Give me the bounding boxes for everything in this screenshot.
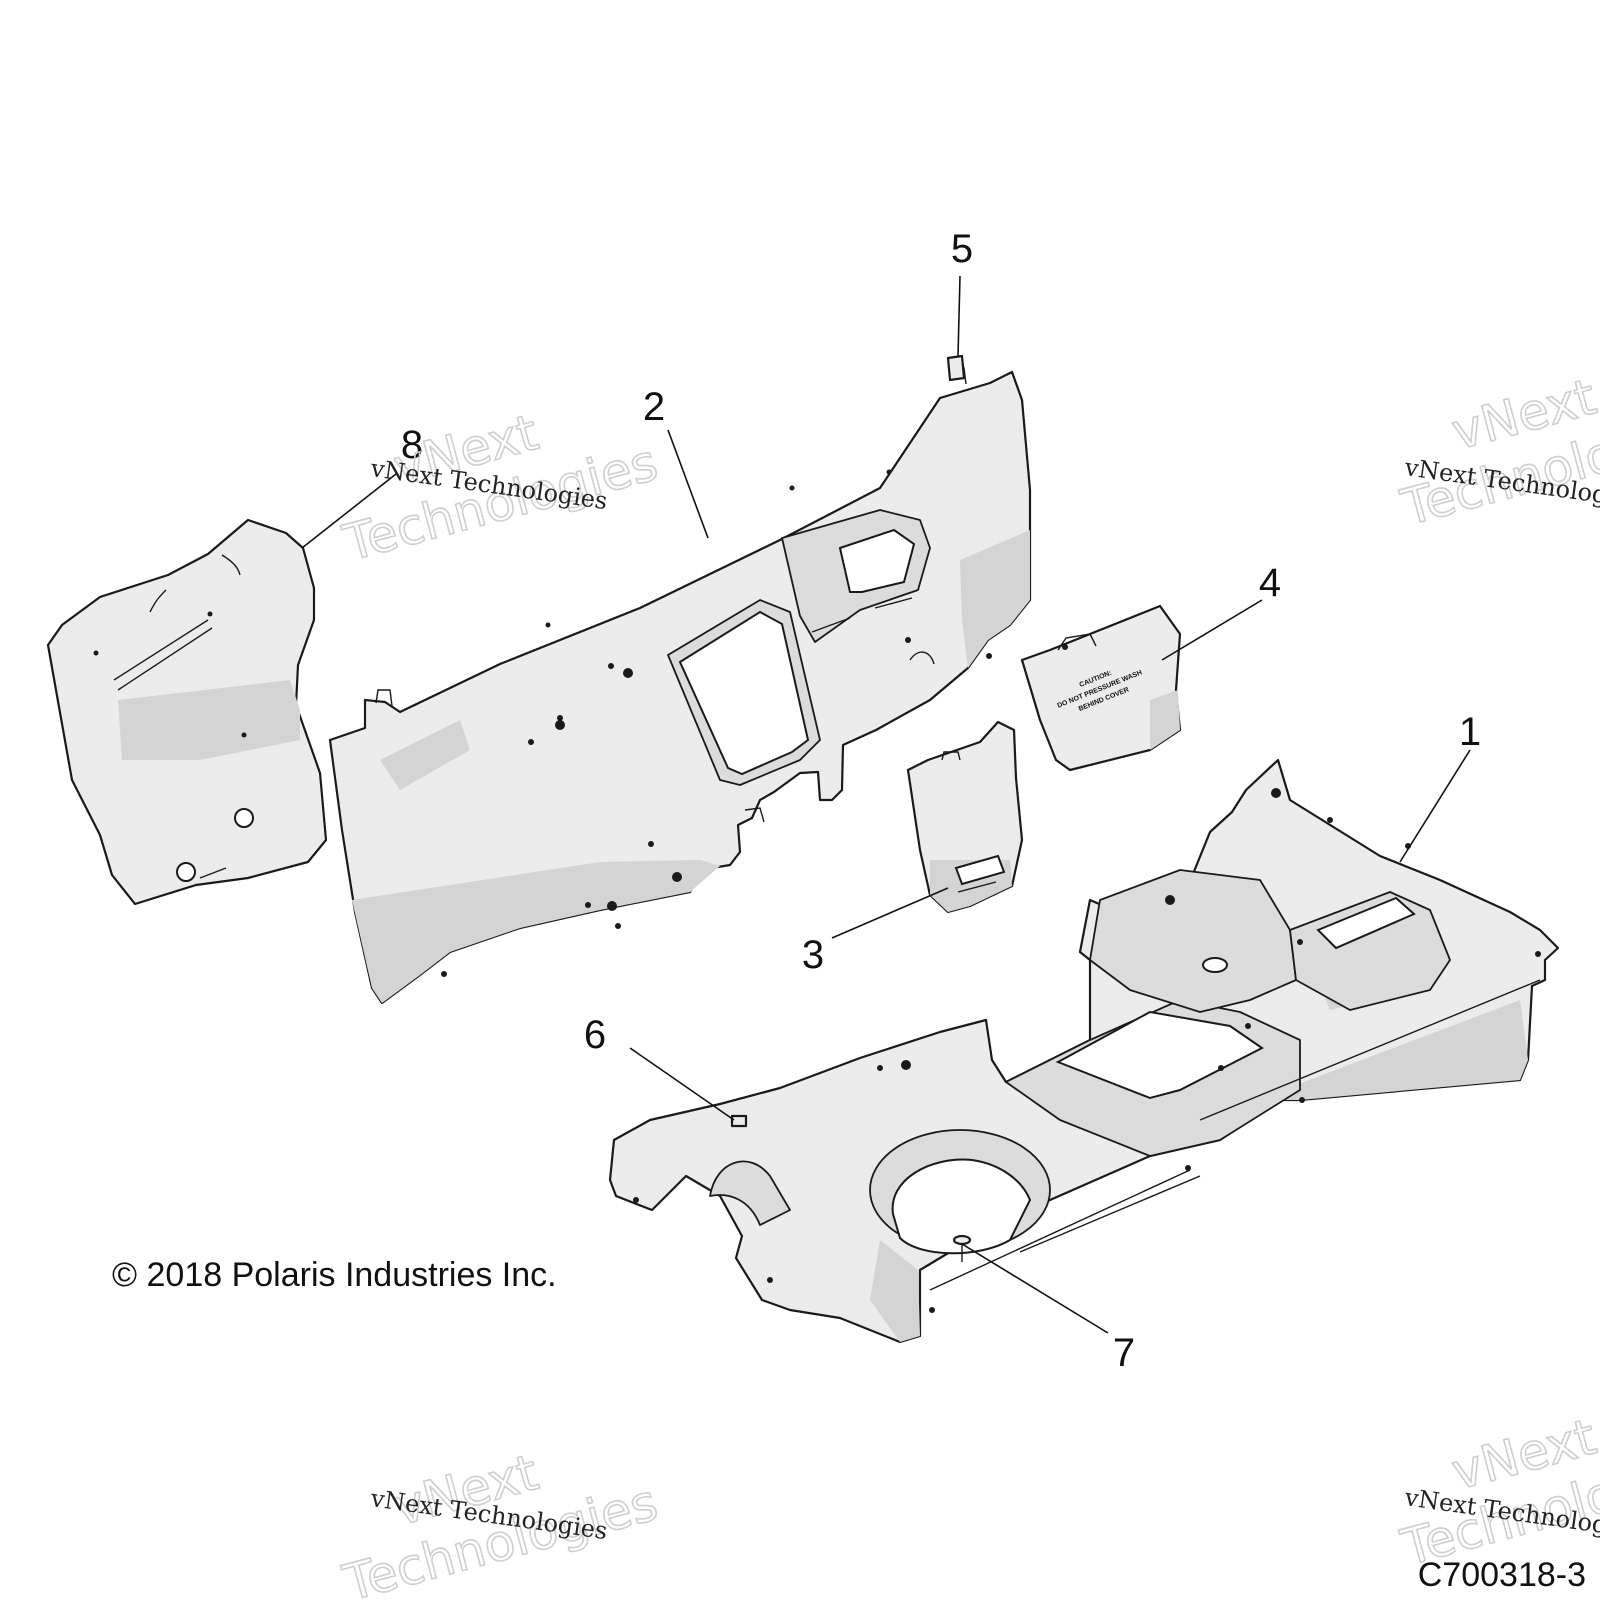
part-8-side-panel bbox=[46, 518, 328, 906]
callout-6: 6 bbox=[584, 1013, 606, 1057]
leader-2 bbox=[667, 429, 709, 539]
leader-8 bbox=[301, 473, 397, 549]
watermark-top-right: vNext Technologies bbox=[1394, 367, 1600, 538]
figure-code: C700318-3 bbox=[1418, 1556, 1586, 1594]
callout-7: 7 bbox=[1113, 1331, 1135, 1375]
part-2-main-panel bbox=[328, 367, 1032, 1005]
callout-3: 3 bbox=[802, 933, 824, 977]
part-3-access-panel bbox=[906, 720, 1024, 914]
leader-1 bbox=[1399, 749, 1471, 863]
callout-4: 4 bbox=[1259, 561, 1281, 605]
callout-numbers: 1 2 3 4 5 6 7 8 bbox=[401, 227, 1481, 1375]
leader-4 bbox=[1161, 599, 1263, 661]
copyright-notice: © 2018 Polaris Industries Inc. bbox=[112, 1256, 557, 1294]
part-4-cover: CAUTION: DO NOT PRESSURE WASH BEHIND COV… bbox=[1020, 604, 1182, 772]
callout-5: 5 bbox=[951, 227, 973, 271]
leader-lines bbox=[301, 275, 1471, 1334]
part-6-rivet bbox=[730, 1114, 748, 1128]
leader-7 bbox=[961, 1243, 1109, 1334]
part-1-floor-tub bbox=[608, 758, 1560, 1344]
leader-5 bbox=[957, 275, 961, 357]
callout-2: 2 bbox=[643, 385, 665, 429]
watermark-bottom-right: vNext Technologies bbox=[1394, 1407, 1600, 1578]
callout-8: 8 bbox=[401, 423, 423, 467]
leader-3 bbox=[831, 887, 949, 939]
callout-1: 1 bbox=[1459, 710, 1481, 754]
leader-6 bbox=[629, 1047, 735, 1121]
part-5-clip bbox=[946, 354, 966, 382]
